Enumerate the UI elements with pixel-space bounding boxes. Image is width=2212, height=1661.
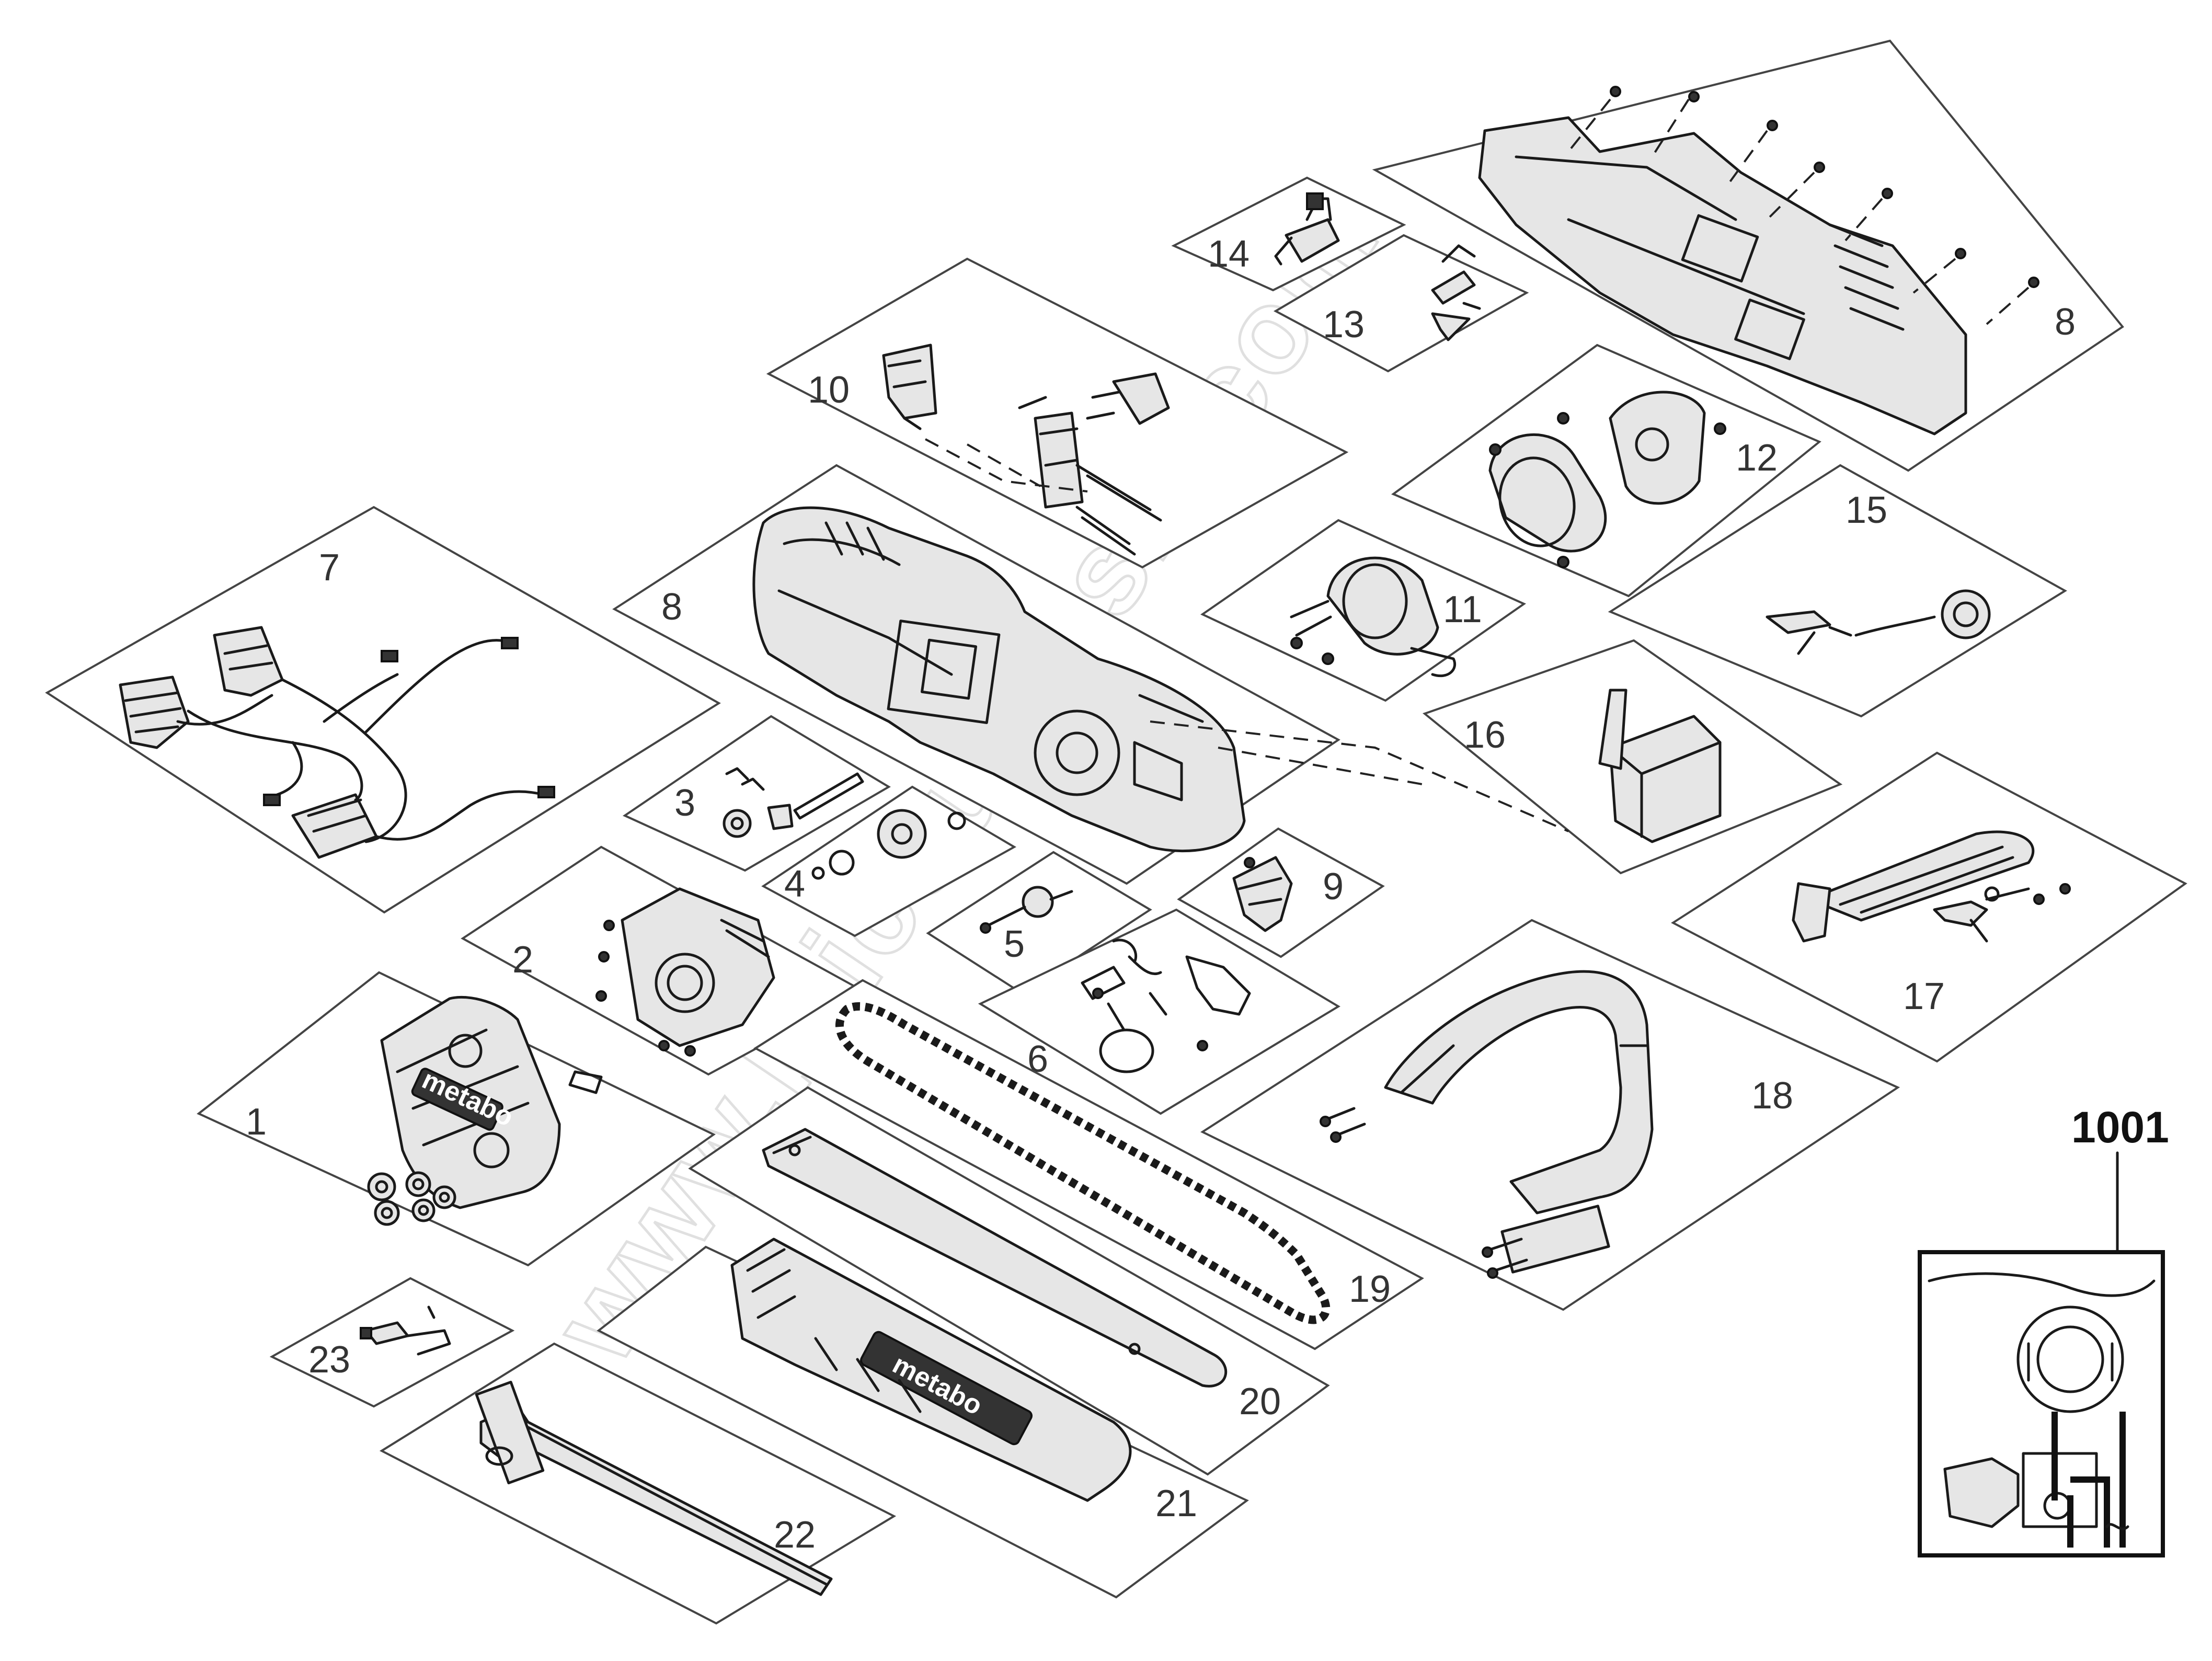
panel-23 <box>269 1277 515 1408</box>
part-group-19-saw-chain[interactable]: 19 <box>753 979 1424 1350</box>
part-group-2-oil-pump-plate[interactable]: 2 <box>461 845 865 1076</box>
callout-5: 5 <box>1004 923 1025 965</box>
panel-6 <box>978 908 1340 1115</box>
part-group-18-front-handle[interactable]: 18 <box>1200 919 1900 1311</box>
housing-half-part <box>1478 116 1967 436</box>
part-group-7-wiring-harness[interactable]: 7 <box>45 506 721 914</box>
part-group-15-oil-cap[interactable]: 15 <box>1608 464 2067 718</box>
callout-22: 22 <box>774 1514 816 1556</box>
callout-13: 13 <box>1323 304 1365 346</box>
part-group-1-sprocket-cover[interactable]: metabo 1 <box>197 971 716 1267</box>
callout-8-top: 8 <box>2055 301 2076 343</box>
callout-4: 4 <box>784 863 805 905</box>
callout-2: 2 <box>512 939 533 981</box>
panel-10 <box>766 257 1349 569</box>
part-group-17-handle-trigger[interactable]: 17 <box>1671 751 2187 1063</box>
part-group-12-motor-housing[interactable]: 12 <box>1391 343 1821 598</box>
part-group-13-lever[interactable]: 13 <box>1273 234 1529 373</box>
part-group-21-bar-scabbard[interactable]: metabo 21 <box>597 1238 1249 1599</box>
part-group-23-small-part[interactable]: 23 <box>269 1277 515 1408</box>
callout-15: 15 <box>1846 489 1887 531</box>
callout-18: 18 <box>1751 1075 1793 1117</box>
panel-18 <box>1200 919 1900 1311</box>
panel-19 <box>753 979 1424 1350</box>
callout-9: 9 <box>1323 866 1344 908</box>
callout-7: 7 <box>319 547 340 589</box>
callout-16: 16 <box>1464 714 1506 756</box>
callout-23: 23 <box>308 1339 350 1381</box>
panel-3 <box>622 715 891 872</box>
panel-17 <box>1671 751 2187 1063</box>
inset-1001-label: 1001 <box>2071 1103 2169 1152</box>
callout-10: 10 <box>808 369 850 411</box>
callout-20: 20 <box>1239 1381 1281 1423</box>
callout-14: 14 <box>1208 233 1250 275</box>
part-group-6-brake-band[interactable]: 6 <box>978 908 1340 1115</box>
panel-4 <box>761 785 1017 937</box>
panel-7 <box>45 506 721 914</box>
panel-12 <box>1391 343 1821 598</box>
callout-19: 19 <box>1349 1268 1391 1310</box>
callout-12: 12 <box>1736 437 1778 479</box>
part-group-16-battery-pack[interactable]: 16 <box>1422 639 1843 875</box>
part-group-14-switch[interactable]: 14 <box>1171 176 1406 292</box>
callout-1: 1 <box>246 1101 267 1143</box>
part-group-3-sprocket-shaft[interactable]: 3 <box>622 715 891 872</box>
callout-8-main: 8 <box>661 586 682 628</box>
part-group-10-switch-assembly[interactable]: 10 <box>766 257 1349 569</box>
part-group-8-housing-half[interactable]: 8 <box>1372 39 2124 472</box>
panel-5 <box>926 851 1152 995</box>
part-group-8-main-body[interactable]: 8 <box>612 464 1569 885</box>
callout-17: 17 <box>1903 976 1945 1017</box>
part-group-9-bracket[interactable]: 9 <box>1177 827 1385 958</box>
part-group-5-tensioner[interactable]: 5 <box>926 851 1152 995</box>
callout-3: 3 <box>674 782 695 824</box>
part-group-20-guide-bar[interactable]: 20 <box>688 1086 1330 1476</box>
panel-15 <box>1608 464 2067 718</box>
callout-21: 21 <box>1155 1483 1197 1525</box>
part-group-11-motor[interactable]: 11 <box>1200 519 1527 702</box>
inset-1001-wiring-detail[interactable]: 1001 <box>1918 1103 2169 1557</box>
callout-11: 11 <box>1443 589 1482 631</box>
panel-13 <box>1273 234 1529 373</box>
part-group-4-clutch[interactable]: 4 <box>761 785 1017 937</box>
part-group-22-combination-wrench[interactable]: 22 <box>379 1342 897 1625</box>
